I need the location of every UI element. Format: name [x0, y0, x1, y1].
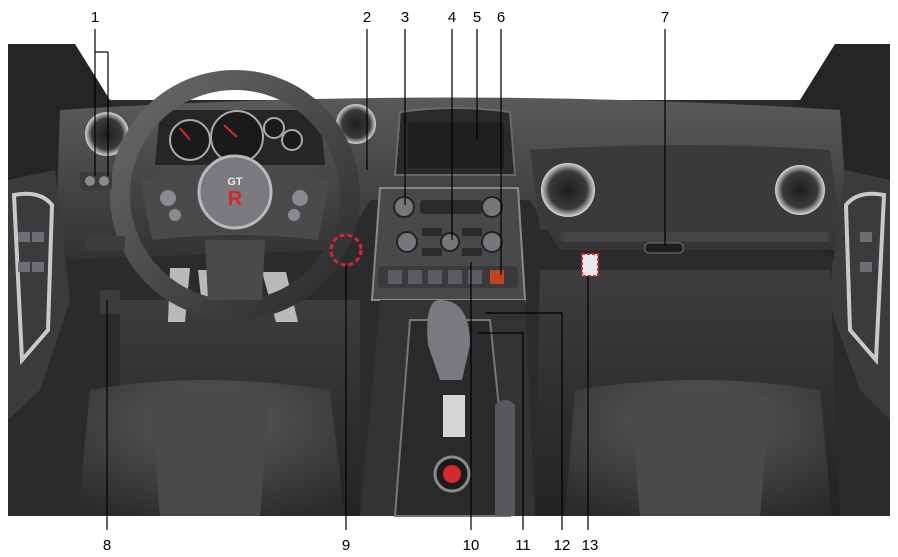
steering-badge-gt: GT [227, 176, 243, 188]
left-switch-panel [80, 172, 125, 314]
right-door-panel [828, 170, 890, 420]
callout-4: 4 [448, 9, 456, 26]
center-stack [370, 187, 527, 301]
steering-badge-r: R [228, 188, 243, 210]
callout-9: 9 [342, 537, 350, 554]
air-vents [85, 104, 825, 217]
callout-12: 12 [554, 537, 571, 554]
instrument-cluster [155, 110, 325, 165]
callout-5: 5 [473, 9, 481, 26]
callout-3: 3 [401, 9, 409, 26]
left-door-panel [8, 170, 70, 420]
callout-8: 8 [103, 537, 111, 554]
callout-2: 2 [363, 9, 371, 26]
steering-wheel [110, 70, 360, 320]
callout-1: 1 [91, 9, 99, 26]
callout-13: 13 [582, 537, 599, 554]
callout-6: 6 [497, 9, 505, 26]
seats [78, 380, 832, 516]
glove-box-handle [644, 242, 684, 254]
passenger-switch [581, 253, 599, 277]
highlight-circle-item-9 [329, 233, 363, 267]
callout-10: 10 [463, 537, 480, 554]
center-console [360, 300, 535, 517]
leader-lines [94, 29, 666, 530]
callout-7: 7 [661, 9, 669, 26]
callout-11: 11 [515, 537, 531, 554]
multi-function-display [393, 107, 517, 176]
